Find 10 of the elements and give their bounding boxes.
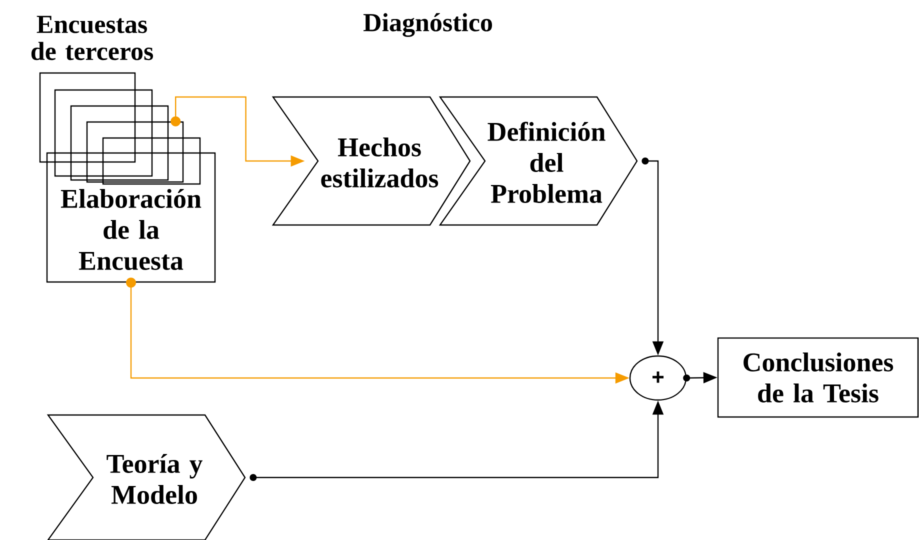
process-box: Elaboración de la Encuesta <box>46 152 216 283</box>
heading: Encuestas de terceros <box>31 16 154 60</box>
process-box <box>39 72 136 163</box>
process-box <box>86 121 184 183</box>
sum-junction: + <box>629 355 687 401</box>
process-box <box>102 137 201 185</box>
heading: Diagnóstico <box>363 13 492 37</box>
process-box: Conclusiones de la Tesis <box>717 337 919 418</box>
process-box <box>70 105 169 181</box>
process-box <box>54 89 153 177</box>
